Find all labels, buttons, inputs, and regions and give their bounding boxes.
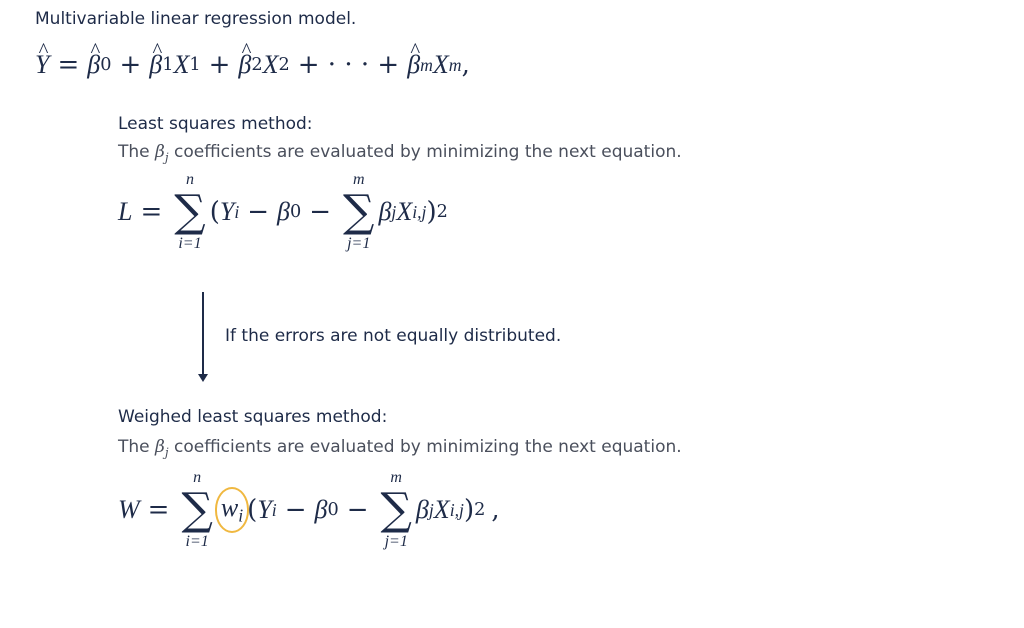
slide-title: Multivariable linear regression model. bbox=[35, 9, 357, 29]
down-arrow-icon bbox=[198, 292, 208, 382]
weight-highlight-circle: wi bbox=[214, 487, 250, 533]
model-equation: Y = β0 + β1 X1 + β2 X2 + · · · + βm Xm , bbox=[35, 39, 470, 80]
summation-i: n ∑ i=1 bbox=[174, 171, 206, 252]
weighted-least-squares-heading: Weighed least squares method: bbox=[118, 407, 388, 427]
transition-note: If the errors are not equally distribute… bbox=[225, 326, 562, 346]
summation-j: m ∑ j=1 bbox=[380, 469, 412, 550]
least-squares-heading: Least squares method: bbox=[118, 114, 313, 134]
least-squares-description: The βj coefficients are evaluated by min… bbox=[118, 142, 682, 165]
summation-i: n ∑ i=1 bbox=[181, 469, 213, 550]
summation-j: m ∑ j=1 bbox=[343, 171, 375, 252]
weighted-least-squares-description: The βj coefficients are evaluated by min… bbox=[118, 437, 682, 460]
